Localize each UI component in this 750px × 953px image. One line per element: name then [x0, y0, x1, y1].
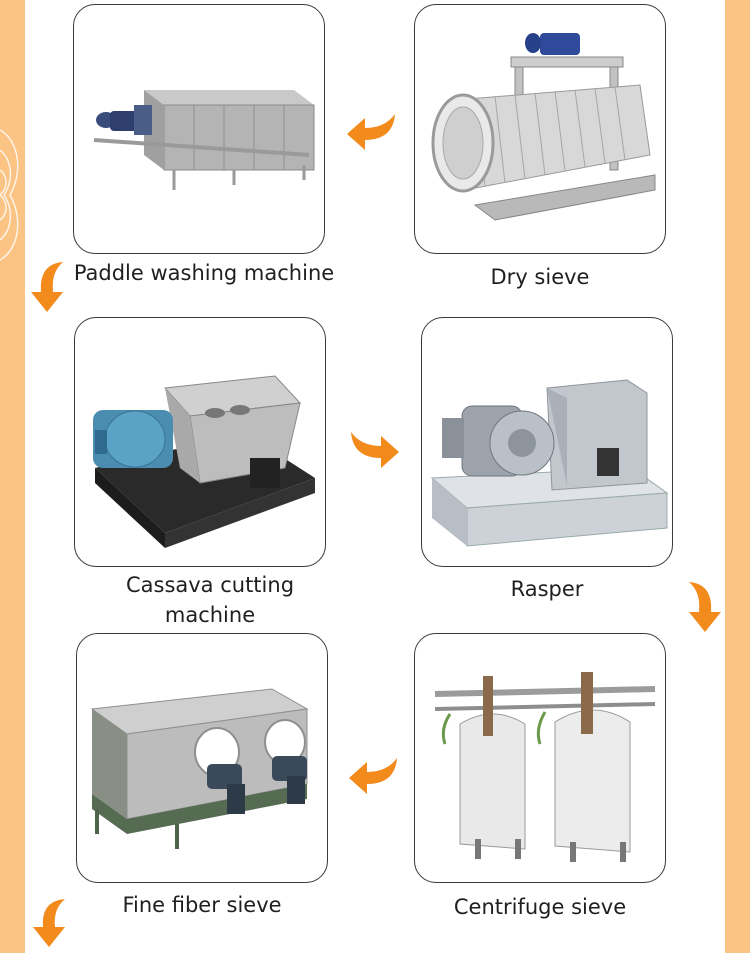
step-card-rasper[interactable] [421, 317, 673, 567]
rasper-image [430, 379, 669, 547]
left-stripe [0, 0, 25, 953]
centrifuge-image [434, 672, 656, 862]
step-label-cutter-line1: Cassava cutting [125, 573, 295, 597]
step-label-cutter: Cassava cutting machine [74, 570, 346, 630]
fiber-sieve-image [90, 688, 309, 849]
leaf-ornament-icon [0, 129, 19, 261]
step-label-dry-sieve: Dry sieve [490, 265, 590, 289]
step-label-cutter-line2: machine [164, 603, 256, 627]
curved-arrow-left-icon [347, 114, 395, 150]
step-label-paddle-washer: Paddle washing machine [73, 261, 335, 285]
curved-arrow-down-icon [33, 899, 65, 947]
curved-arrow-down-icon [31, 262, 63, 312]
curved-arrow-right-icon [351, 432, 399, 468]
step-card-fiber-sieve[interactable] [76, 633, 328, 883]
curved-arrow-left-icon [349, 758, 397, 794]
step-label-centrifuge: Centrifuge sieve [453, 895, 627, 919]
paddle-washer-image [93, 90, 315, 190]
step-label-fiber-sieve: Fine fiber sieve [122, 893, 282, 917]
step-card-centrifuge[interactable] [414, 633, 666, 883]
flow-panel: Paddle washing machine Dry sieve [25, 0, 725, 953]
step-card-cutter[interactable] [74, 317, 326, 567]
step-card-paddle-washer[interactable] [73, 4, 325, 254]
cutter-image [93, 375, 315, 548]
step-card-dry-sieve[interactable] [414, 4, 666, 254]
curved-arrow-down-icon [689, 582, 721, 632]
drum-sieve-image [431, 33, 656, 221]
step-label-rasper: Rasper [510, 577, 584, 601]
right-stripe [725, 0, 750, 953]
